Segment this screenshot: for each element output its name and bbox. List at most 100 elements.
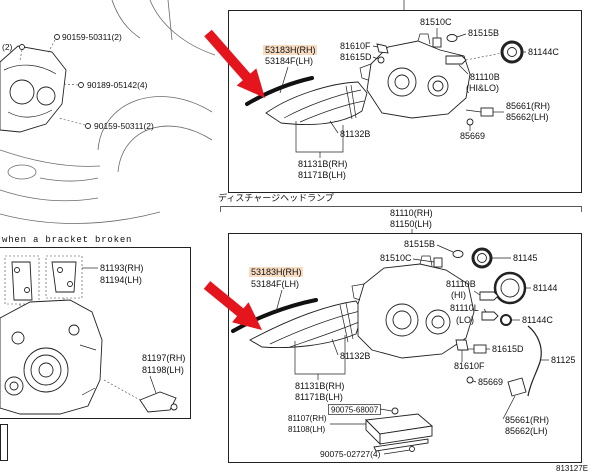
connector-label: 81615D [492,344,524,354]
hi-bulb-part [479,291,499,301]
bulb-axis-line [465,52,503,61]
lens-divider-line [339,304,349,343]
rear-rib-line [79,344,97,396]
cap-ring-inner [507,47,517,57]
headlamp-lens [249,300,364,349]
bracket-2-dash-line [103,379,141,401]
lens-lh-label: 81171B(LH) [295,392,343,402]
leader-line [436,244,454,253]
lens-rh-label: 81131B(RH) [298,159,347,169]
bracket-screw [14,267,20,273]
mounting-bolts [19,34,91,129]
bolt-leader [63,83,79,86]
lens-divider-line [350,84,357,119]
bracket-detail-frame [4,255,40,305]
bracket-a-part [376,43,389,54]
bracket-screw-label: 90075-02727(4) [320,449,381,459]
bracket-rh-label: 81193(RH) [100,263,143,273]
bolt-leader [57,117,86,126]
reflector-bowl-inner [431,315,445,329]
bracket-2-detail [103,379,178,413]
lens-divider-line [345,302,354,340]
ballast-screw-label: 90075-68007 [331,406,379,415]
lo-bulb-label: 81110L [450,303,479,313]
screw-part [466,376,474,384]
housing-mount-tab [359,63,372,81]
adjuster-part [507,377,527,397]
socket-label: 81510C [380,253,412,263]
bracket-b-label: 81615D [340,52,372,62]
bracket-part [11,261,33,301]
lens-lh-label: 81171B(LH) [298,170,346,180]
rear-mount [68,324,80,336]
bolt-icon [85,123,91,129]
bolt-b-label: 90189-05142(4) [87,80,148,90]
cap-part-inner [500,278,520,298]
bottom-left-cut-frame [0,424,8,461]
lens-gasket-label: 81132B [340,129,370,139]
adjuster-rh-label: 85661(RH) [506,101,550,111]
housing-top-boss [417,33,431,45]
cover-ring-inner [477,253,487,263]
seal-lh-label: 53184F(LH) [265,56,313,66]
seal-label-highlight [263,45,317,55]
hi-bulb-note: (HI) [451,290,466,300]
screw-label: 85669 [478,377,503,387]
lo-bulb-part [481,311,499,321]
lens-seal-strip [231,298,318,333]
figure-id: 813127E [556,464,588,473]
leader-line [279,66,289,94]
cap-label: 81144C [528,47,559,57]
bracket-screw [57,267,63,273]
ballast-bracket [373,438,429,452]
mounted-headlamp-bowl [36,86,56,106]
lens-gasket-label: 81132B [340,351,370,361]
rear-mount [11,331,25,345]
upper-leader-lines [279,28,526,158]
adjuster-part [480,107,494,117]
screw-part [466,118,474,126]
ballast-screw-label-box [328,404,381,415]
cap-c-label: 81144C [522,315,553,325]
bracket-a-label: 81610F [340,41,371,51]
connector-part [473,344,487,354]
left-panel-frame [0,247,191,419]
lower-leader-lines [275,244,549,455]
lens-ridge-line [283,89,362,119]
cover-label: 81145 [513,253,537,263]
mounted-headlamp-assembly [0,45,67,133]
bolt-icon [54,34,60,40]
lens-callout-bracket [295,121,344,158]
bumper-lower-line [0,189,99,202]
bracket-2-rh-label: 81197(RH) [142,353,185,363]
grille-line [39,177,99,182]
small-bulb-label: 81515B [468,28,499,38]
seal-lh-label: 53184F(LH) [251,279,299,289]
leader-line [412,258,435,263]
socket-part [432,37,442,48]
lens-ridge-line [299,100,365,123]
wire-harness-part [527,325,542,397]
bracket-screw [24,287,30,293]
lower-headlamp-exploded [231,247,542,452]
lens-ridge-line [289,321,360,348]
main-bulb-label: 81110B [470,72,500,82]
adjuster-lh-label: 85662(LH) [505,426,548,436]
leader-line [383,449,411,455]
bracket-detail-lh [45,255,83,299]
lens-rh-label: 81131B(RH) [295,381,344,391]
red-arrow-upper [204,29,265,99]
bolt-cut-label: (2) [2,42,13,52]
seal-rh-label: 53183H(RH) [265,45,316,55]
leader-line [483,308,487,313]
lo-bulb-note: (LO) [456,315,474,325]
upper-panel-frame [228,10,582,193]
lens-divider-line [345,85,353,120]
wheel-arch-inner [117,125,213,173]
skirt-line [0,211,161,224]
wheel-arch-outer [97,96,213,151]
leader-line [458,64,469,75]
bolt-icon [19,44,25,50]
small-bulb-part [446,34,458,42]
bolt-c-label: 90159-50311(2) [94,121,154,131]
